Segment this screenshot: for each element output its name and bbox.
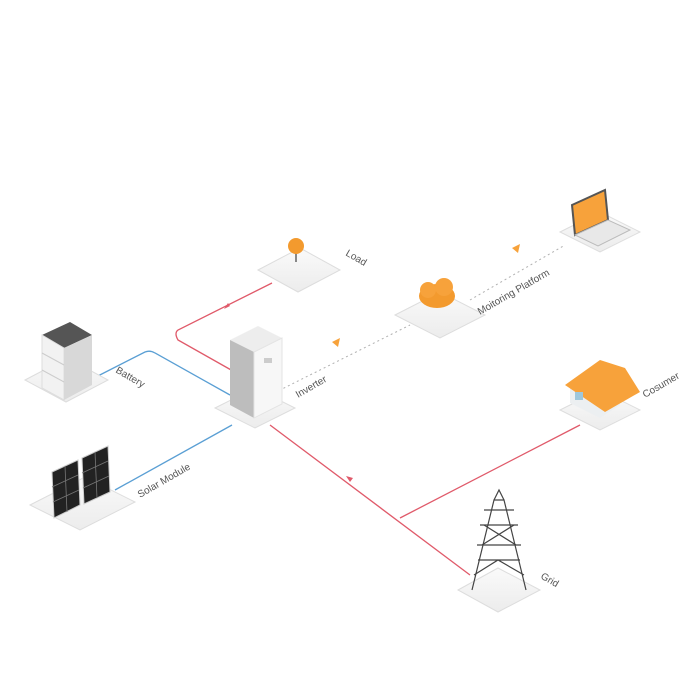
load-node[interactable]: Load xyxy=(256,238,369,293)
laptop-line xyxy=(469,244,566,301)
house-icon xyxy=(565,360,640,418)
battery-icon xyxy=(41,322,92,401)
inverter-node[interactable]: Inverter xyxy=(213,326,329,429)
solar-module-node[interactable]: Solar Module xyxy=(28,445,193,531)
grid-label: Grid xyxy=(539,571,561,590)
grid-line xyxy=(269,424,471,576)
grid-node[interactable]: Grid xyxy=(456,488,561,613)
load-line xyxy=(175,282,273,376)
consumer-label: Cosumer xyxy=(641,370,682,400)
arrow-icon xyxy=(346,476,353,482)
solar-label: Solar Module xyxy=(136,461,193,500)
arrow-icon xyxy=(224,303,230,309)
signal-icon xyxy=(512,244,520,253)
solar-line xyxy=(114,424,233,491)
laptop-node[interactable] xyxy=(558,188,642,253)
battery-node[interactable]: Battery xyxy=(23,322,147,403)
inverter-label: Inverter xyxy=(294,374,329,401)
connection-lines xyxy=(89,244,581,576)
signal-icon xyxy=(332,338,340,347)
solar-panel-icon xyxy=(51,445,111,519)
load-label: Load xyxy=(344,248,369,269)
consumer-node[interactable]: Cosumer xyxy=(558,360,682,431)
transmission-tower-icon xyxy=(471,488,527,591)
battery-line xyxy=(89,350,231,396)
consumer-line xyxy=(399,424,581,519)
lightbulb-icon xyxy=(288,238,304,254)
battery-label: Battery xyxy=(114,365,147,390)
monitoring-platform-node[interactable]: Moitoring Platform xyxy=(393,268,552,339)
inverter-icon xyxy=(230,326,283,419)
monitoring-line xyxy=(269,324,411,396)
